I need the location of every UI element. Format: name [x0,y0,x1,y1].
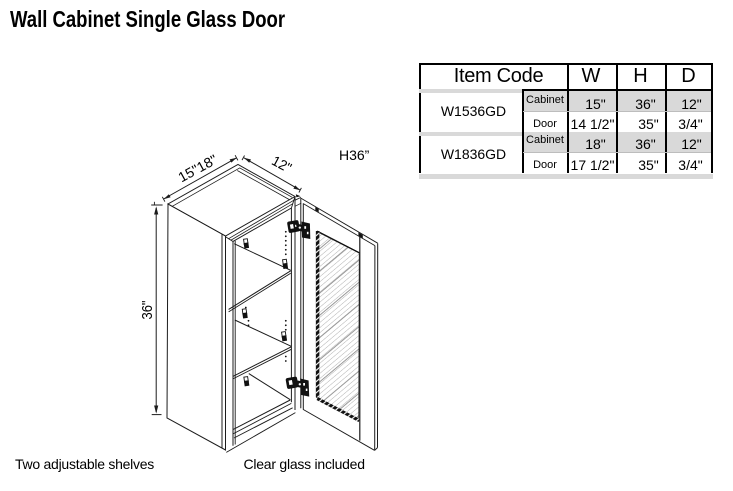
svg-text:12": 12" [269,152,294,176]
svg-text:36": 36" [139,301,156,320]
